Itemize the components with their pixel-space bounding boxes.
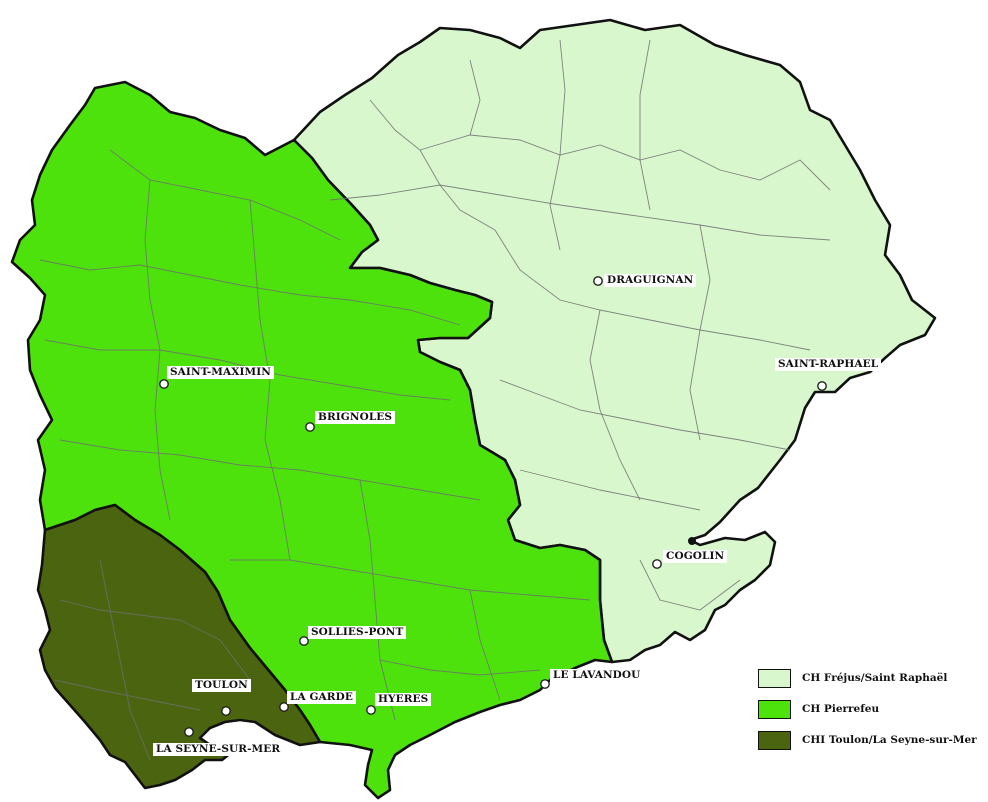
town-label-toulon: TOULON [192, 679, 251, 692]
town-dot-sollies-pont[interactable] [299, 636, 309, 646]
town-dot-draguignan[interactable] [593, 276, 603, 286]
legend-label-toulon: CHI Toulon/La Seyne-sur-Mer [799, 733, 980, 747]
legend-swatch-frejus [758, 668, 791, 688]
town-dot-le-lavandou[interactable] [540, 679, 550, 689]
cogolin-coast-marker-icon [688, 537, 696, 545]
town-label-sollies-pont: SOLLIES-PONT [308, 626, 407, 639]
town-label-hyeres: HYERES [375, 693, 432, 706]
town-label-draguignan: DRAGUIGNAN [604, 274, 697, 287]
legend-item-pierrefeu: CH Pierrefeu [758, 696, 980, 722]
legend-swatch-pierrefeu [758, 699, 791, 719]
town-dot-saint-maximin[interactable] [159, 379, 169, 389]
legend-swatch-toulon [758, 730, 791, 750]
legend-label-pierrefeu: CH Pierrefeu [799, 702, 883, 716]
legend-item-frejus: CH Fréjus/Saint Raphaël [758, 665, 980, 691]
town-dot-la-seyne-sur-mer[interactable] [184, 727, 194, 737]
town-dot-la-garde[interactable] [279, 702, 289, 712]
town-label-le-lavandou: LE LAVANDOU [550, 669, 644, 682]
zone-pierrefeu [10, 80, 614, 800]
town-dot-hyeres[interactable] [366, 705, 376, 715]
town-label-brignoles: BRIGNOLES [315, 411, 396, 424]
town-label-saint-raphael: SAINT-RAPHAEL [775, 358, 882, 371]
town-markers [159, 276, 827, 737]
legend-label-frejus: CH Fréjus/Saint Raphaël [799, 671, 951, 685]
legend-item-toulon: CHI Toulon/La Seyne-sur-Mer [758, 727, 980, 753]
commune-borders [39, 39, 831, 761]
zone-toulon-la-seyne [36, 503, 322, 790]
town-label-cogolin: COGOLIN [663, 550, 728, 563]
town-dot-cogolin[interactable] [652, 559, 662, 569]
town-label-la-seyne-sur-mer: LA SEYNE-SUR-MER [153, 743, 284, 756]
town-dot-brignoles[interactable] [305, 422, 315, 432]
legend: CH Fréjus/Saint Raphaël CH Pierrefeu CHI… [758, 665, 980, 758]
town-label-la-garde: LA GARDE [287, 691, 356, 704]
town-label-saint-maximin: SAINT-MAXIMIN [167, 366, 274, 379]
town-dot-toulon[interactable] [221, 706, 231, 716]
town-dot-saint-raphael[interactable] [817, 381, 827, 391]
